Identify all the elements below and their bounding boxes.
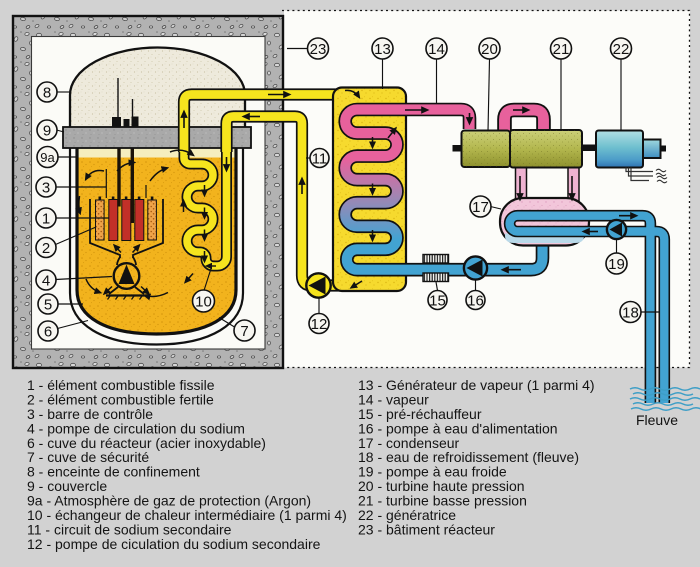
svg-text:15 - pré-réchauffeur: 15 - pré-réchauffeur (358, 406, 482, 422)
svg-text:18 - eau de refroidissement (f: 18 - eau de refroidissement (fleuve) (358, 449, 579, 465)
svg-text:10 - échangeur de chaleur inte: 10 - échangeur de chaleur intermédiaire … (27, 507, 347, 523)
svg-text:4: 4 (42, 273, 50, 290)
svg-text:2 - élément combustible fertil: 2 - élément combustible fertile (27, 391, 214, 407)
svg-text:17 - condenseur: 17 - condenseur (358, 435, 460, 451)
svg-text:20: 20 (481, 41, 498, 58)
svg-text:6 - cuve du réacteur (acier in: 6 - cuve du réacteur (acier inoxydable) (27, 435, 266, 451)
svg-text:15: 15 (429, 293, 446, 310)
svg-text:13 - Générateur de vapeur (1 p: 13 - Générateur de vapeur (1 parmi 4) (358, 377, 595, 393)
svg-text:9a: 9a (40, 150, 55, 165)
svg-text:22 - génératrice: 22 - génératrice (358, 507, 456, 523)
svg-text:Fleuve: Fleuve (636, 412, 678, 428)
svg-text:9 - couvercle: 9 - couvercle (27, 478, 107, 494)
svg-text:18: 18 (622, 305, 639, 322)
svg-text:8 - enceinte de confinement: 8 - enceinte de confinement (27, 464, 200, 480)
svg-text:10: 10 (195, 294, 212, 311)
svg-text:13: 13 (374, 41, 391, 58)
svg-text:1: 1 (42, 211, 50, 228)
svg-text:4 - pompe de circulation du so: 4 - pompe de circulation du sodium (27, 420, 245, 436)
svg-text:2: 2 (42, 240, 50, 257)
svg-text:5: 5 (44, 297, 52, 314)
svg-text:17: 17 (472, 199, 489, 216)
svg-text:21: 21 (553, 41, 570, 58)
svg-text:23: 23 (310, 41, 327, 58)
svg-text:12 - pompe de ciculation du so: 12 - pompe de ciculation du sodium secon… (27, 536, 321, 552)
svg-text:19 - pompe à eau froide: 19 - pompe à eau froide (358, 464, 507, 480)
svg-text:7 - cuve de sécurité: 7 - cuve de sécurité (27, 449, 149, 465)
svg-text:6: 6 (44, 324, 52, 341)
svg-text:14: 14 (428, 41, 445, 58)
svg-text:7: 7 (240, 323, 248, 340)
svg-text:21 - turbine basse pression: 21 - turbine basse pression (358, 493, 527, 509)
svg-text:22: 22 (613, 41, 630, 58)
svg-text:9a - Atmosphère de gaz de prot: 9a - Atmosphère de gaz de protection (Ar… (27, 493, 311, 509)
svg-text:19: 19 (608, 256, 625, 273)
svg-text:3 - barre de contrôle: 3 - barre de contrôle (27, 406, 153, 422)
svg-text:16: 16 (467, 293, 484, 310)
svg-text:16 - pompe à eau d'alimentatio: 16 - pompe à eau d'alimentation (358, 420, 558, 436)
svg-text:23 - bâtiment réacteur: 23 - bâtiment réacteur (358, 522, 495, 538)
svg-text:9: 9 (43, 123, 51, 140)
svg-text:11 - circuit de sodium seconda: 11 - circuit de sodium secondaire (27, 522, 232, 538)
svg-text:20 - turbine haute pression: 20 - turbine haute pression (358, 478, 525, 494)
svg-text:8: 8 (43, 85, 51, 102)
svg-text:1 - élément combustible fissil: 1 - élément combustible fissile (27, 377, 215, 393)
svg-text:12: 12 (311, 316, 328, 333)
svg-text:11: 11 (312, 151, 328, 168)
svg-text:14 - vapeur: 14 - vapeur (358, 391, 429, 407)
svg-text:3: 3 (42, 180, 50, 197)
